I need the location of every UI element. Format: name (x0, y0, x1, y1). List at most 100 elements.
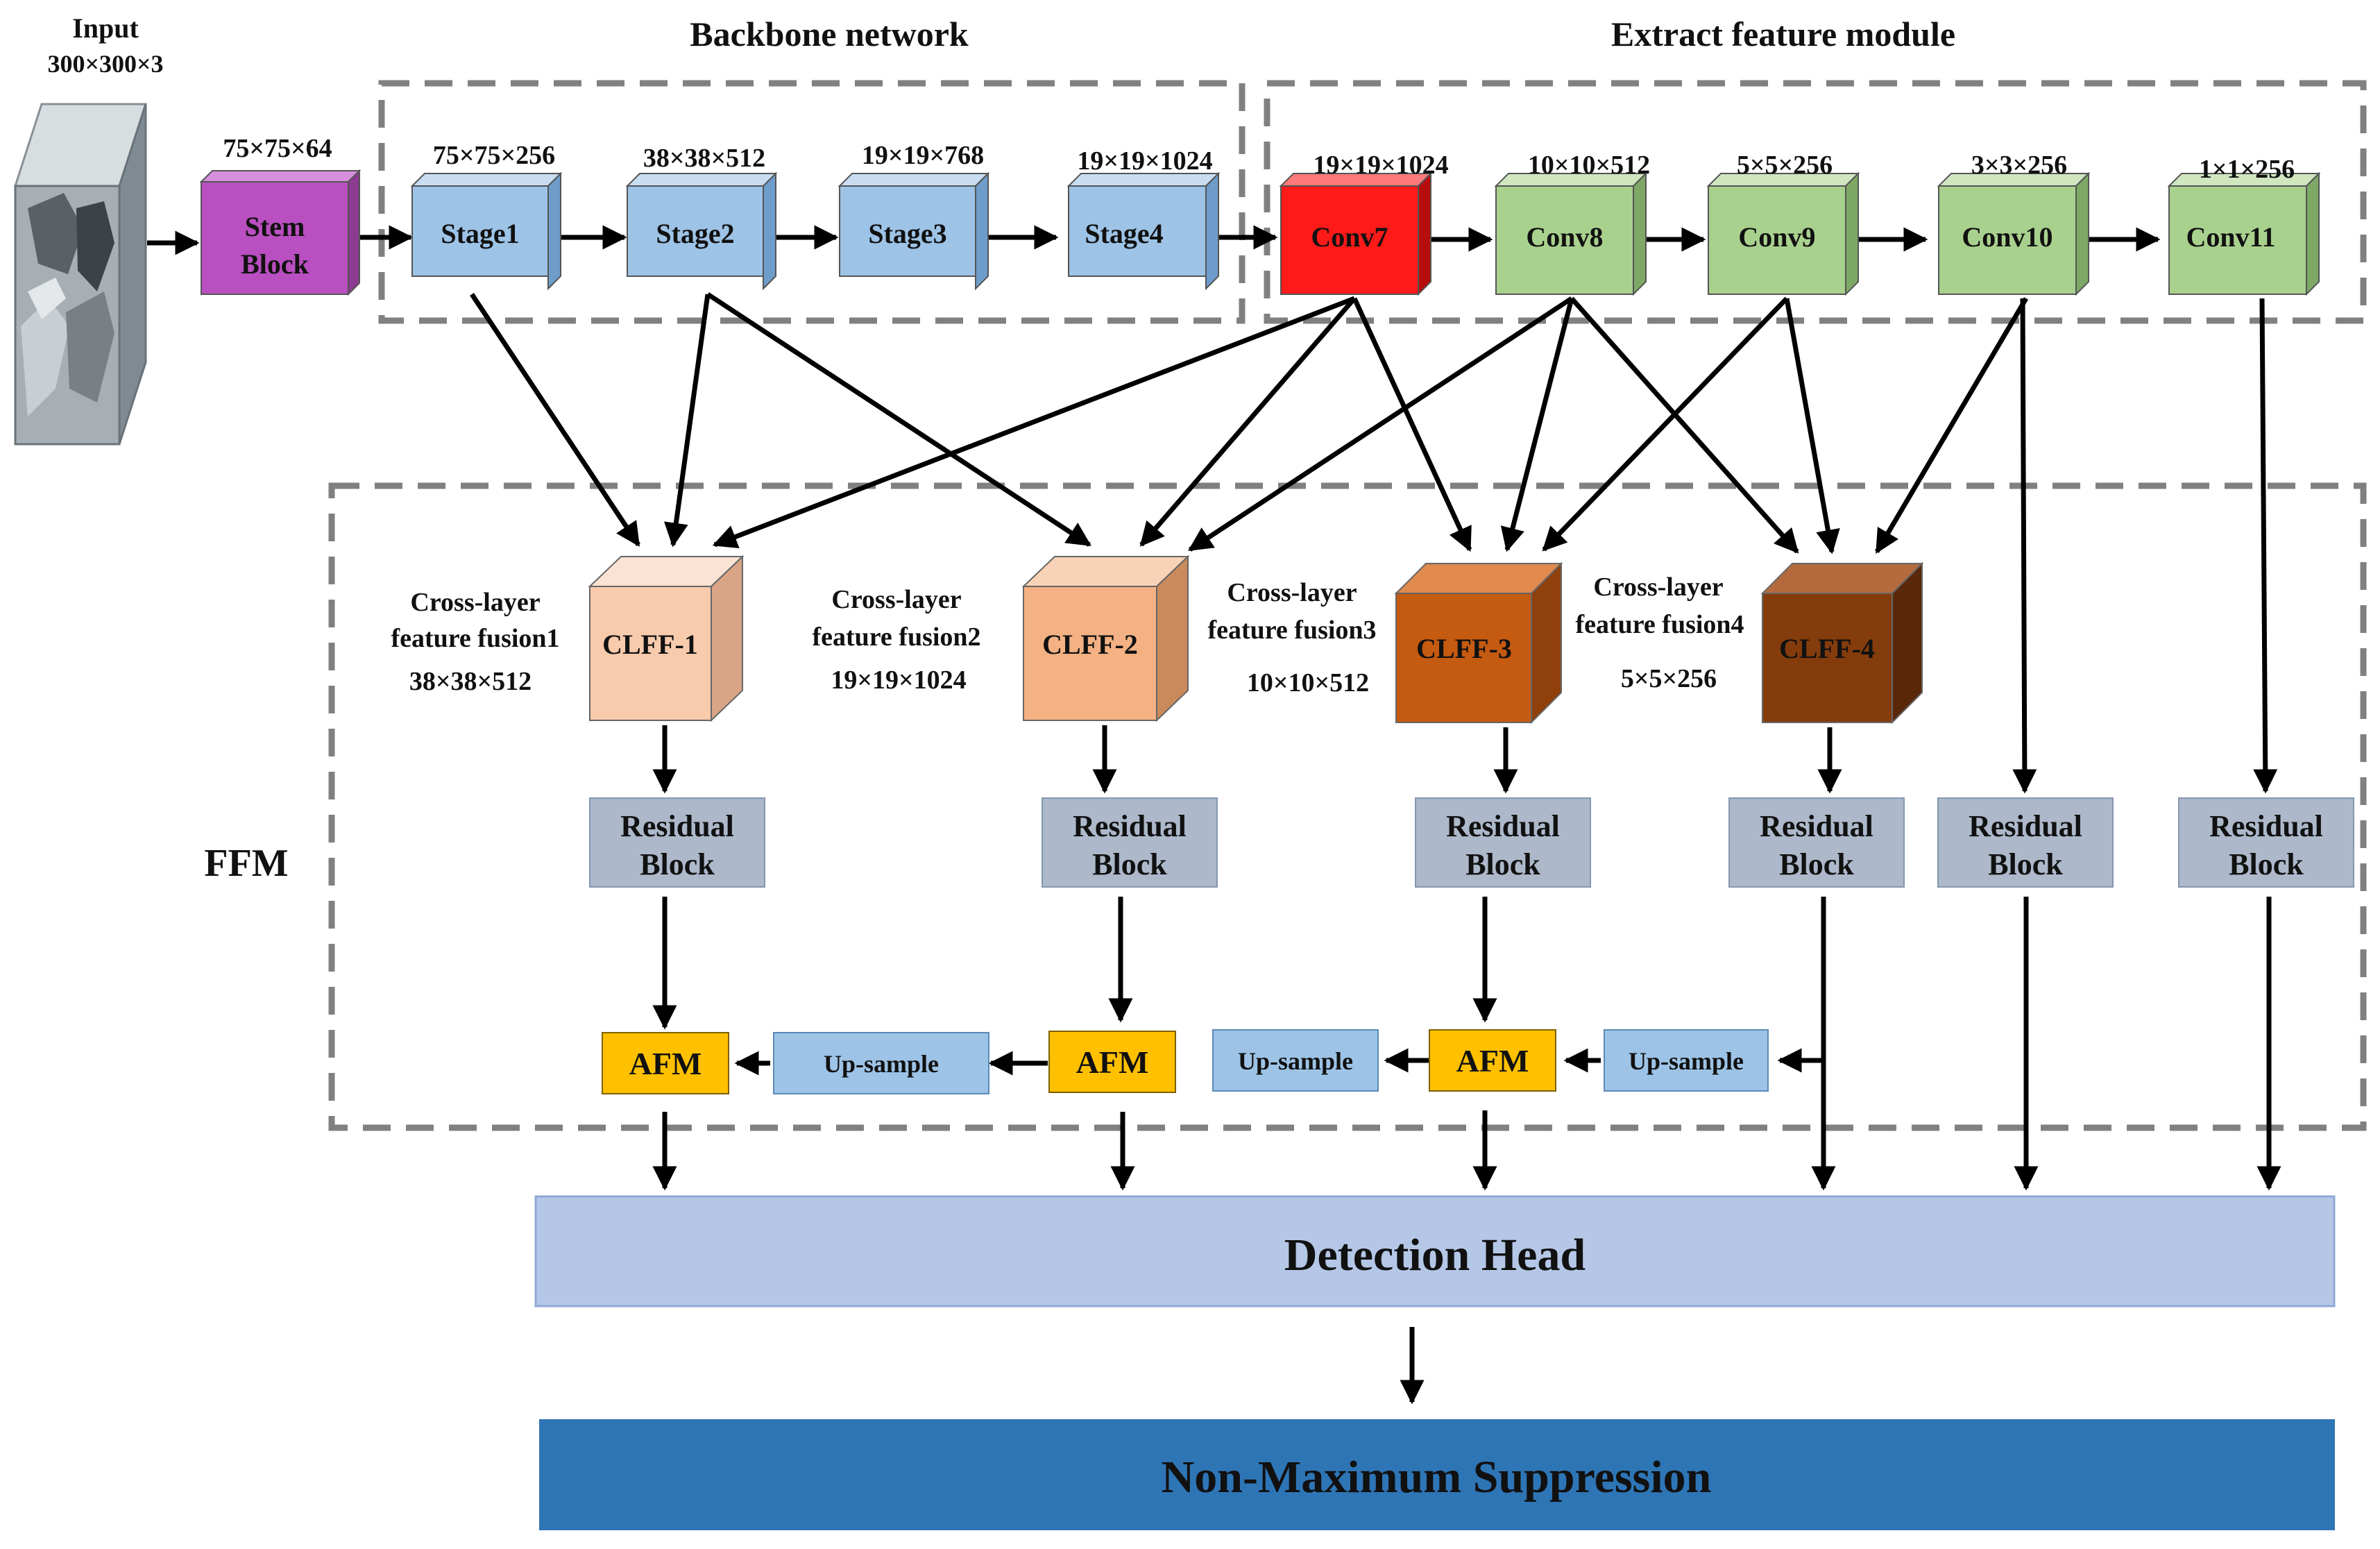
conv11-dims: 1×1×256 (2199, 155, 2295, 184)
conv11-block: Conv11 (2167, 171, 2321, 296)
conv7-dims: 19×19×1024 (1313, 151, 1448, 180)
stage3-dims: 19×19×768 (862, 141, 984, 170)
conv9-label: Conv9 (1738, 221, 1815, 253)
svg-text:Residual: Residual (1760, 809, 1873, 843)
afm-block-2: AFM (1048, 1031, 1176, 1093)
residual-block-2: Residual Block (1042, 797, 1218, 888)
svg-text:AFM: AFM (1456, 1043, 1529, 1078)
conv10-label: Conv10 (1962, 221, 2052, 253)
clff-1-label: CLFF-1 (602, 629, 698, 660)
clff-3-label: CLFF-3 (1416, 633, 1512, 664)
stage3-label: Stage3 (868, 218, 946, 249)
stage1-block: Stage1 (410, 171, 563, 291)
stem-block-label-1: Stem (245, 211, 305, 242)
svg-text:Up-sample: Up-sample (1629, 1047, 1744, 1075)
svg-text:AFM: AFM (629, 1046, 702, 1081)
detection-head: Detection Head (534, 1195, 2336, 1307)
clff-4-caption-1: Cross-layer (1593, 573, 1723, 602)
stage4-block: Stage4 (1066, 171, 1221, 291)
residual-block-1: Residual Block (589, 797, 765, 888)
afm-block-1: AFM (602, 1032, 729, 1094)
backbone-frame (378, 80, 1246, 324)
stage1-label: Stage1 (441, 218, 519, 249)
clff-2-caption-1: Cross-layer (831, 585, 961, 614)
conv7-label: Conv7 (1311, 221, 1388, 253)
clff-2-dims: 19×19×1024 (831, 666, 966, 695)
clff-1-caption-1: Cross-layer (410, 588, 540, 617)
svg-text:Block: Block (2229, 847, 2304, 881)
conv8-dims: 10×10×512 (1528, 151, 1650, 180)
svg-text:Block: Block (1779, 847, 1854, 881)
fusion-arrows (470, 292, 2029, 555)
stage1-dims: 75×75×256 (433, 141, 555, 170)
stem-block: Stem Block (199, 169, 362, 296)
clff-3-cube: CLFF-3 (1394, 561, 1563, 725)
conv9-dims: 5×5×256 (1737, 151, 1833, 180)
clff-3-dims: 10×10×512 (1247, 668, 1369, 697)
svg-text:Residual: Residual (1446, 809, 1560, 843)
conv10-block: Conv10 (1937, 171, 2091, 296)
upsample-block-1: Up-sample (773, 1032, 989, 1094)
stem-block-dims: 75×75×64 (223, 134, 332, 163)
clff-4-dims: 5×5×256 (1621, 664, 1717, 693)
svg-text:AFM: AFM (1076, 1044, 1149, 1080)
clff-2-caption-2: feature fusion2 (812, 623, 980, 652)
clff-3-caption-2: feature fusion3 (1207, 616, 1376, 645)
upsample-block-3: Up-sample (1604, 1029, 1769, 1092)
input-dims: 300×300×3 (47, 50, 163, 78)
nms-label: Non-Maximum Suppression (1162, 1452, 1712, 1503)
input-label: Input (72, 12, 139, 44)
clff-1-cube: CLFF-1 (588, 555, 745, 722)
backbone-title: Backbone network (690, 15, 969, 53)
residual-arrows (652, 298, 2278, 794)
upsample-block-2: Up-sample (1212, 1029, 1379, 1092)
svg-text:Up-sample: Up-sample (1238, 1047, 1353, 1075)
svg-text:Up-sample: Up-sample (824, 1050, 939, 1078)
clff-2-label: CLFF-2 (1042, 629, 1138, 660)
clff-4-label: CLFF-4 (1779, 633, 1875, 664)
svg-text:Block: Block (1092, 847, 1167, 881)
stage3-block: Stage3 (838, 171, 990, 291)
stage4-label: Stage4 (1085, 218, 1163, 249)
residual-block-6: Residual Block (2178, 797, 2354, 888)
nms-block: Non-Maximum Suppression (539, 1419, 2335, 1530)
extract-title: Extract feature module (1611, 15, 1955, 53)
afm-flow-arrows (652, 897, 2281, 1405)
input-image (13, 103, 148, 446)
conv10-dims: 3×3×256 (1971, 151, 2067, 180)
conv11-label: Conv11 (2186, 221, 2276, 253)
residual-block-4: Residual Block (1728, 797, 1905, 888)
stage2-block: Stage2 (625, 171, 778, 291)
clff-3-caption-1: Cross-layer (1227, 578, 1357, 607)
conv8-label: Conv8 (1526, 221, 1603, 253)
stem-block-label-2: Block (241, 248, 309, 280)
conv9-block: Conv9 (1706, 171, 1860, 296)
svg-text:Residual: Residual (620, 809, 734, 843)
stage2-dims: 38×38×512 (643, 144, 765, 173)
svg-text:Block: Block (1988, 847, 2063, 881)
clff-1-caption-2: feature fusion1 (391, 624, 559, 653)
svg-text:Block: Block (1465, 847, 1540, 881)
svg-text:Block: Block (640, 847, 715, 881)
clff-captions: Cross-layer feature fusion1 38×38×512 Cr… (391, 573, 1744, 697)
conv7-block: Conv7 (1279, 171, 1433, 296)
extract-frame (1264, 80, 2367, 324)
clff-4-caption-2: feature fusion4 (1575, 610, 1744, 639)
ffm-frame (328, 482, 2367, 1131)
residual-blocks: Residual Block Residual Block Residual B… (589, 797, 2354, 888)
conv8-block: Conv8 (1494, 171, 1648, 296)
svg-text:Residual: Residual (2209, 809, 2323, 843)
stage4-dims: 19×19×1024 (1077, 146, 1212, 176)
clff-1-dims: 38×38×512 (409, 667, 532, 696)
svg-text:Residual: Residual (1073, 809, 1187, 843)
svg-text:Residual: Residual (1969, 809, 2082, 843)
ffm-label: FFM (204, 842, 288, 885)
stage2-label: Stage2 (656, 218, 734, 249)
residual-block-3: Residual Block (1415, 797, 1591, 888)
clff-2-cube: CLFF-2 (1021, 555, 1190, 722)
pipeline-arrows (147, 225, 2161, 255)
detection-head-label: Detection Head (1284, 1230, 1586, 1280)
clff-4-cube: CLFF-4 (1760, 561, 1924, 725)
